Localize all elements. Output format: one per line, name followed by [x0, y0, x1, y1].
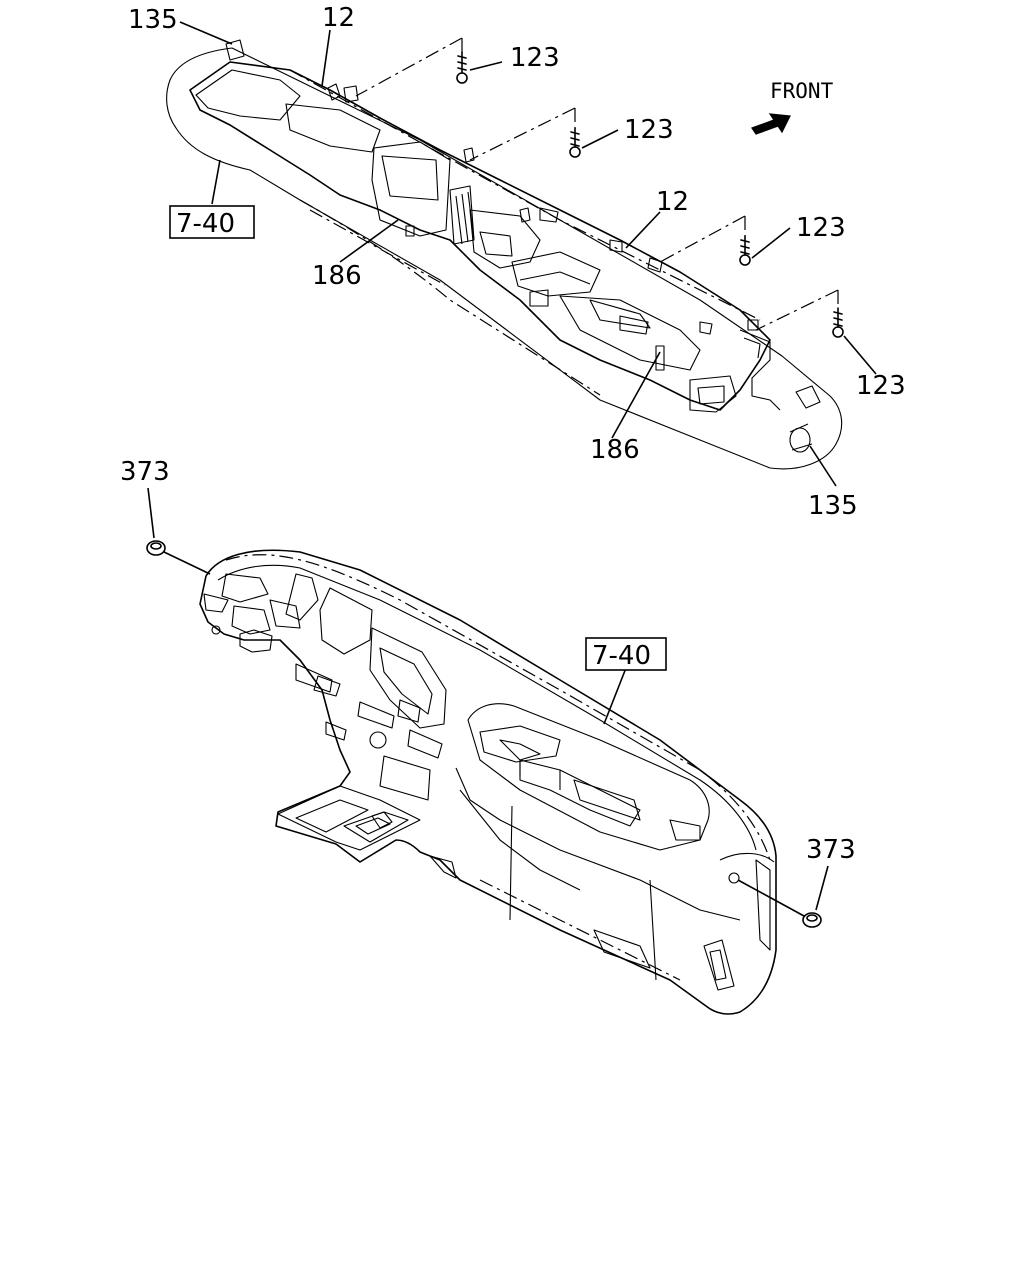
screw-group — [456, 51, 844, 338]
plug-373-left — [146, 540, 166, 556]
label-123-c: 123 — [796, 213, 846, 243]
screw-123-d — [832, 307, 844, 338]
label-186-left: 186 — [312, 261, 362, 291]
label-373-right: 373 — [806, 835, 856, 865]
label-135-top: 135 — [128, 5, 178, 35]
front-arrow-icon — [751, 113, 791, 135]
instrument-panel — [199, 549, 777, 1015]
ref-box-upper: 7-40 — [169, 205, 255, 239]
label-12-mid: 12 — [656, 187, 689, 217]
label-123-d: 123 — [856, 371, 906, 401]
screw-123-c — [739, 235, 751, 266]
screw-123-a — [456, 51, 468, 84]
label-12-top: 12 — [322, 3, 355, 33]
screw-123-b — [569, 127, 581, 158]
ref-label-upper: 7-40 — [176, 209, 235, 239]
duct-assembly — [166, 39, 843, 470]
label-135-bottom: 135 — [808, 491, 858, 521]
label-186-right: 186 — [590, 435, 640, 465]
ref-box-lower: 7-40 — [585, 637, 667, 671]
label-123-b: 123 — [624, 115, 674, 145]
plug-373-right — [802, 912, 822, 928]
front-label: FRONT — [770, 79, 834, 103]
ref-label-lower: 7-40 — [592, 641, 651, 671]
label-373-left: 373 — [120, 457, 170, 487]
label-123-a: 123 — [510, 43, 560, 73]
